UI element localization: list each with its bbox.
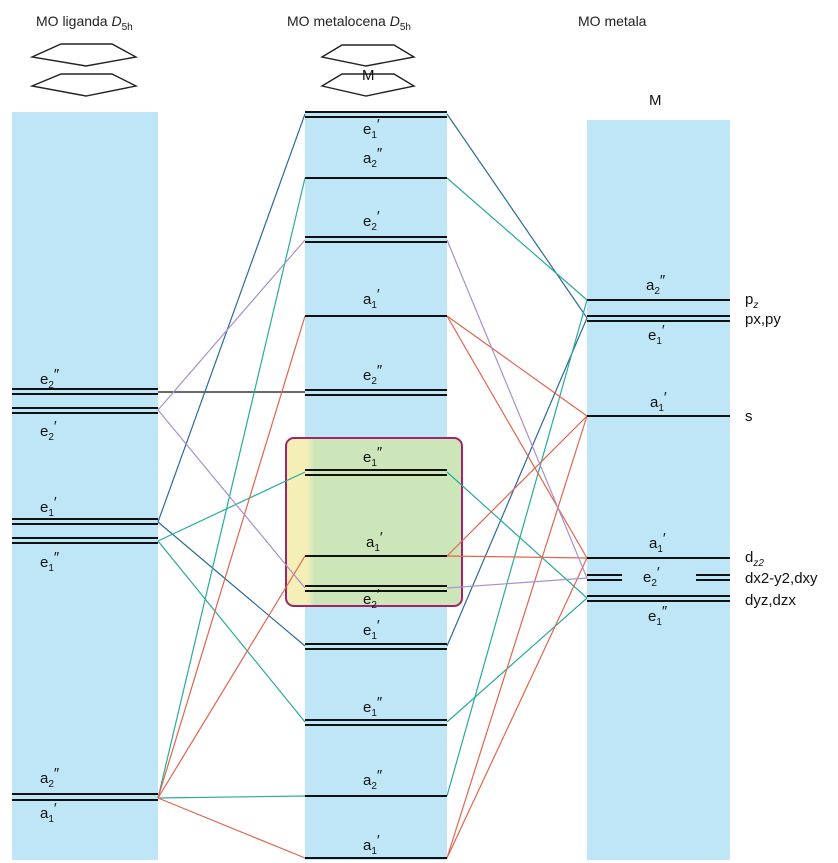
orbital-label: dyz,dzx (745, 592, 796, 609)
metal-orbital-labels: pz px,py s dz2 dx2-y2,dxy dyz,dzx (745, 291, 818, 609)
level-line (29, 73, 139, 97)
ligand-levels (12, 388, 158, 801)
metallocene-pentagons-icon (320, 44, 416, 97)
metal-level-labels: a2″ e1′ a1′ a1′ e2′ e1″ (643, 272, 668, 628)
link-line (446, 471, 588, 599)
link-line (446, 555, 588, 559)
level-label: a1′ (650, 389, 667, 414)
metal-mo-title: MO metala (578, 13, 647, 29)
link-line (446, 239, 588, 579)
ligand-mo-title: MO liganda D5h (36, 13, 133, 33)
link-line (446, 315, 588, 559)
link-line (446, 317, 588, 647)
link-line (446, 415, 588, 557)
orbital-label: pz (745, 291, 758, 311)
link-line (157, 521, 306, 647)
level-label: e1″ (363, 444, 383, 469)
link-line (446, 577, 588, 589)
link-line (157, 409, 306, 589)
metal-column-label: M (649, 92, 662, 109)
level-line (320, 44, 416, 67)
level-label: e2″ (40, 366, 60, 391)
level-label: a1′ (366, 529, 383, 554)
metallocene-level-labels: e1′ a2″ e2′ a1′ e2″ e1″ a1′ e2′ e1′ e1″ … (363, 116, 383, 857)
level-label: e1″ (363, 694, 383, 719)
level-label: a1′ (363, 286, 380, 311)
level-label: a1′ (363, 832, 380, 857)
link-line (157, 797, 306, 859)
link-line (157, 471, 306, 542)
level-line (320, 73, 416, 97)
link-line (446, 415, 588, 859)
level-label: e1″ (40, 549, 60, 574)
level-line (29, 43, 139, 67)
link-line (446, 177, 588, 301)
metal-column (587, 120, 730, 860)
ligand-column (12, 112, 158, 860)
orbital-label: s (745, 408, 753, 425)
metal-levels (587, 299, 730, 602)
level-label: e1′ (40, 494, 57, 519)
level-label: e2′ (40, 418, 57, 443)
link-line (157, 555, 306, 799)
metallocene-metal-symbol: M (362, 67, 375, 84)
link-line (446, 113, 588, 319)
level-label: a1′ (40, 800, 57, 825)
orbital-label: dx2-y2,dxy (745, 570, 818, 587)
link-line (446, 557, 588, 859)
level-label: a2″ (363, 145, 383, 170)
highlight-box (285, 437, 463, 607)
metallocene-levels (305, 111, 447, 859)
link-line (157, 795, 306, 799)
level-label: a2″ (363, 767, 383, 792)
level-label: e2′ (363, 208, 380, 233)
level-label: e1′ (363, 617, 380, 642)
level-label: e1″ (648, 603, 668, 628)
metallocene-mo-title: MO metalocena D5h (287, 13, 411, 33)
level-label: e1′ (648, 322, 665, 347)
level-label: e2′ (363, 586, 380, 611)
link-line (157, 315, 306, 799)
level-label: a1′ (649, 530, 666, 555)
link-line (157, 177, 306, 799)
link-line (446, 597, 588, 723)
link-line (446, 315, 588, 417)
level-label: a2″ (646, 272, 666, 297)
orbital-label: px,py (745, 311, 781, 328)
ligand-level-labels: e2″ e2′ e1′ e1″ a2″ a1′ (40, 366, 60, 825)
orbital-label: dz2 (745, 549, 764, 569)
ligand-pentagons-icon (29, 43, 139, 97)
level-label: e2″ (363, 362, 383, 387)
link-line (157, 239, 306, 411)
link-line (157, 113, 306, 523)
level-label: a2″ (40, 765, 60, 790)
level-label: e2′ (643, 564, 660, 589)
link-line (446, 299, 588, 797)
correlation-lines (157, 113, 588, 859)
link-line (157, 540, 306, 723)
level-label: e1′ (363, 116, 380, 141)
